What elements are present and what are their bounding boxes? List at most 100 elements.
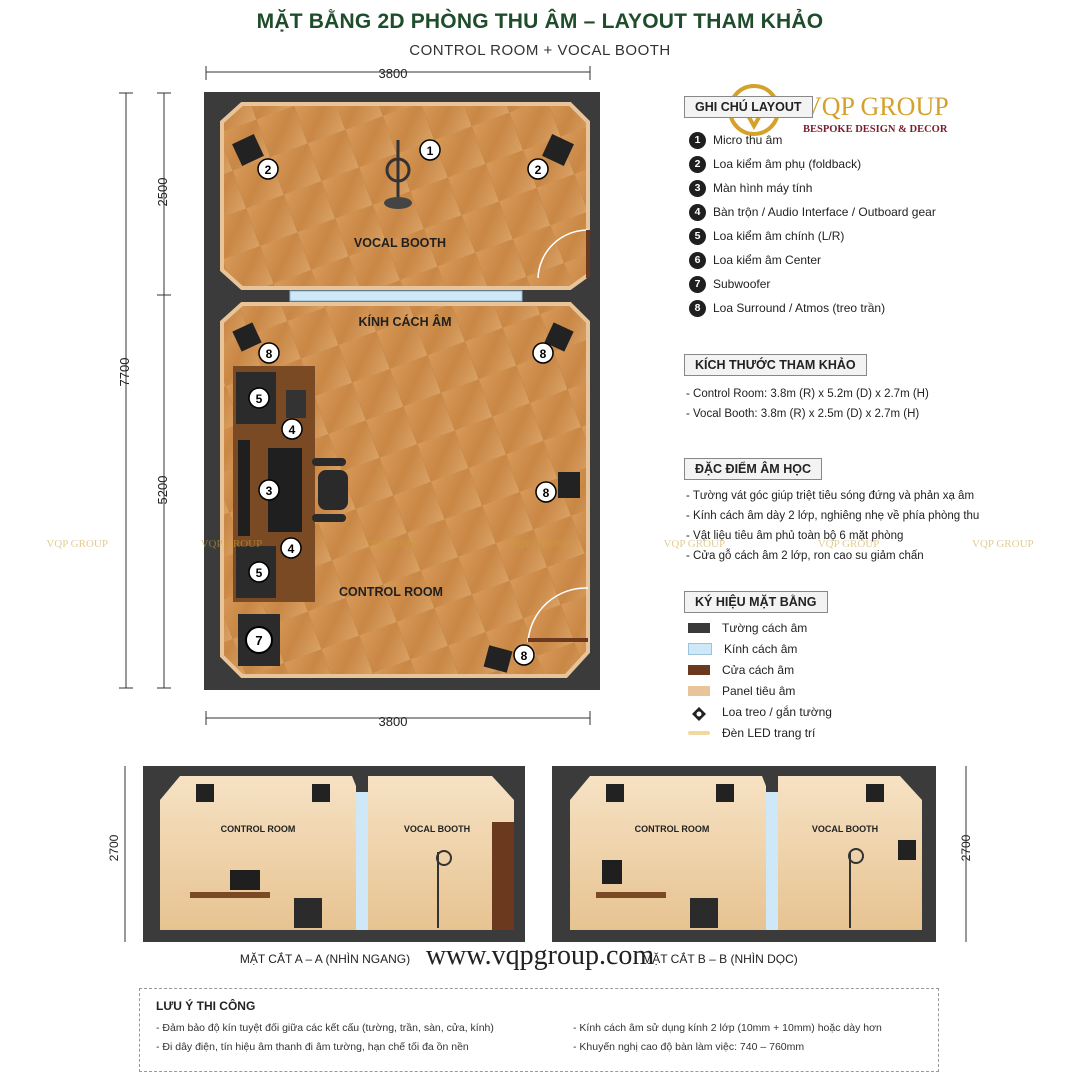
symbol-label: Tường cách âm [722, 620, 808, 635]
section-b [552, 766, 936, 942]
page-subtitle: CONTROL ROOM + VOCAL BOOTH [409, 42, 671, 59]
panel-swatch-icon [688, 685, 710, 696]
watermark: VQP GROUP [46, 538, 108, 550]
marker-1: 1 [427, 144, 434, 158]
legend-item: 7 Subwoofer [689, 272, 936, 296]
symbol-item: Kính cách âm [688, 638, 832, 659]
section-a-caption: MẶT CẮT A – A (NHÌN NGANG) [240, 951, 410, 966]
note-left-2: - Đi dây điện, tín hiệu âm thanh đi âm t… [156, 1041, 469, 1053]
legend-item: 2 Loa kiểm âm phụ (foldback) [689, 152, 936, 176]
legend-item: 4 Bàn trộn / Audio Interface / Outboard g… [689, 200, 936, 224]
footer-url: www.vqpgroup.com [425, 940, 655, 971]
marker-7: 7 [255, 633, 262, 648]
dim-booth-text: 2500 [155, 178, 170, 207]
marker-4a: 4 [289, 423, 296, 437]
control-room-label: CONTROL ROOM [339, 585, 443, 599]
outboard-gear [286, 390, 306, 418]
brand-tagline: BESPOKE DESIGN & DECOR [803, 124, 948, 135]
section-a [143, 766, 525, 942]
symbol-item: Tường cách âm [688, 617, 832, 638]
section-b-right-room: VOCAL BOOTH [812, 824, 878, 834]
legend-label: Bàn trộn / Audio Interface / Outboard ge… [713, 205, 936, 219]
microphone-icon [384, 140, 412, 209]
acoustics-heading: ĐẶC ĐIỂM ÂM HỌC [684, 458, 822, 480]
surround-speaker-bottom [483, 645, 513, 673]
legend-num: 2 [689, 155, 706, 173]
watermark: VQP GROUP [354, 538, 417, 550]
acoustics-line: - Tường vát góc giúp triệt tiêu sóng đứn… [686, 490, 975, 502]
dim-control-text: 5200 [155, 476, 170, 505]
note-left-1: - Đảm bảo độ kín tuyệt đối giữa các kết … [156, 1022, 494, 1034]
legend-num: 1 [689, 131, 706, 149]
legend-num: 7 [689, 275, 706, 293]
symbol-label: Kính cách âm [724, 641, 798, 656]
vocal-booth-floor [220, 102, 590, 290]
legend-label: Subwoofer [713, 277, 771, 291]
surround-speaker-right [558, 472, 580, 498]
notes-box: LƯU Ý THI CÔNG - Đảm bảo độ kín tuyệt đố… [139, 988, 939, 1072]
dimensions-list: - Control Room: 3.8m (R) x 5.2m (D) x 2.… [686, 384, 929, 424]
surround-speaker-tl [232, 322, 262, 352]
legend-num: 5 [689, 227, 706, 245]
brand-name: VQP GROUP [803, 92, 949, 121]
dimension-bottom [205, 711, 591, 725]
symbol-item: Panel tiêu âm [688, 680, 832, 701]
dimension-line: - Control Room: 3.8m (R) x 5.2m (D) x 2.… [686, 388, 929, 400]
plan-markers [248, 139, 557, 666]
symbols-list: Tường cách âm Kính cách âm Cửa cách âm P… [688, 617, 832, 743]
marker-5a: 5 [256, 392, 263, 406]
marker-2b: 2 [535, 163, 542, 177]
page-title: MẶT BẰNG 2D PHÒNG THU ÂM – LAYOUT THAM K… [256, 10, 824, 33]
symbol-label: Loa treo / gắn tường [722, 704, 832, 719]
legend-label: Micro thu âm [713, 133, 783, 147]
marker-3: 3 [266, 484, 273, 498]
legend-num: 6 [689, 251, 706, 269]
subwoofer-marker [245, 626, 273, 654]
watermark: VQP GROUP [509, 538, 571, 550]
legend-item: 6 Loa kiểm âm Center [689, 248, 936, 272]
acoustics-list: - Tường vát góc giúp triệt tiêu sóng đứn… [686, 486, 979, 566]
dim-total-text: 7700 [117, 358, 132, 387]
section-a-height: 2700 [107, 834, 121, 861]
door-swatch-icon [688, 664, 710, 675]
notes-title: LƯU Ý THI CÔNG [156, 999, 256, 1013]
legend-list: 1 Micro thu âm 2 Loa kiểm âm phụ (foldback… [689, 128, 936, 320]
legend-num: 4 [689, 203, 706, 221]
dimension-left [119, 92, 171, 689]
marker-4b: 4 [288, 542, 295, 556]
foldback-speaker-right [542, 134, 574, 166]
symbol-item: Đèn LED trang trí [688, 722, 832, 743]
acoustics-line: - Cửa gỗ cách âm 2 lớp, ron cao su giảm … [686, 550, 924, 562]
marker-5b: 5 [256, 566, 263, 580]
acoustics-line: - Vật liệu tiêu âm phủ toàn bộ 6 mặt phò… [686, 530, 904, 542]
legend-label: Loa kiểm âm chính (L/R) [713, 229, 845, 243]
legend-label: Loa Surround / Atmos (treo trần) [713, 301, 886, 315]
wall-swatch-icon [688, 622, 710, 633]
note-right-2: - Khuyến nghị cao độ bàn làm việc: 740 –… [573, 1041, 805, 1053]
symbols-heading: KÝ HIỆU MẶT BẰNG [684, 591, 828, 613]
glass-label: KÍNH CÁCH ÂM [358, 314, 451, 329]
marker-8a: 8 [266, 347, 273, 361]
legend-heading: GHI CHÚ LAYOUT [684, 96, 813, 118]
glass-window [289, 290, 523, 302]
section-a-right-room: VOCAL BOOTH [404, 824, 470, 834]
section-b-caption: MẶT CẮT B – B (NHÌN DỌC) [642, 951, 798, 966]
symbol-item: Loa treo / gắn tường [688, 701, 832, 722]
dim-bottom-text: 3800 [379, 714, 408, 729]
legend-label: Loa kiểm âm Center [713, 253, 822, 267]
legend-item: 1 Micro thu âm [689, 128, 936, 152]
led-swatch-icon [688, 730, 710, 735]
marker-8b: 8 [540, 347, 547, 361]
dimension-line: - Vocal Booth: 3.8m (R) x 2.5m (D) x 2.7… [686, 408, 920, 420]
acoustics-line: - Kính cách âm dày 2 lớp, nghiêng nhẹ về… [686, 510, 980, 522]
surround-speaker-tr [544, 322, 574, 352]
watermark: VQP GROUP [200, 538, 263, 550]
note-right-1: - Kính cách âm sử dụng kính 2 lớp (10mm … [573, 1022, 882, 1034]
legend-label: Loa kiểm âm phụ (foldback) [713, 157, 862, 171]
foldback-speaker-left [232, 134, 264, 166]
marker-8c: 8 [543, 486, 550, 500]
marker-8d: 8 [521, 649, 528, 663]
